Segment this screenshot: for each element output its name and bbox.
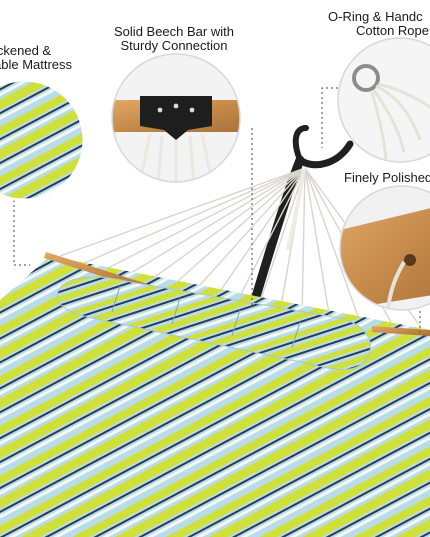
pillow-tufts bbox=[111, 285, 301, 349]
o-ring-label-line-1: O-Ring & Handc bbox=[328, 9, 423, 24]
polished-wood-detail-circle bbox=[339, 185, 430, 311]
polished-feature-label: Finely Polished bbox=[344, 171, 430, 185]
mattress-label-line-1: ickened & bbox=[0, 43, 52, 58]
mattress-feature-label: ickened & able Mattress bbox=[0, 44, 72, 72]
beech-label-line-2: Sturdy Connection bbox=[120, 38, 228, 53]
o-ring-label-line-2: Cotton Rope bbox=[356, 23, 429, 38]
mattress-label-line-2: able Mattress bbox=[0, 57, 73, 72]
o-ring-detail-circle bbox=[337, 37, 430, 163]
mattress-detail-circle bbox=[0, 78, 86, 202]
beech-bar-detail-circle bbox=[111, 53, 241, 183]
o-ring-feature-label: O-Ring & Handc Cotton Rope bbox=[328, 10, 429, 38]
beech-feature-label: Solid Beech Bar with Sturdy Connection bbox=[108, 25, 240, 53]
twisted-rope bbox=[286, 167, 306, 251]
beech-label-line-1: Solid Beech Bar with bbox=[114, 24, 234, 39]
spreader-bar-right bbox=[372, 326, 430, 336]
polished-label-line-1: Finely Polished bbox=[344, 170, 430, 185]
